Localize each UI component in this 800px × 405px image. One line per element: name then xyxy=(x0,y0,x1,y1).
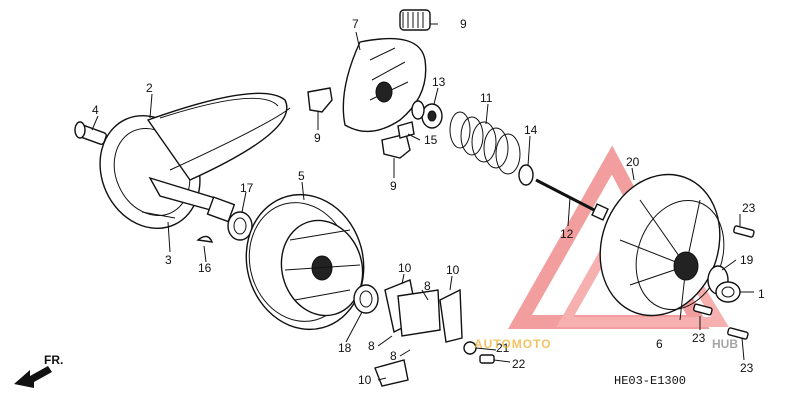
callout-3: 3 xyxy=(165,253,172,267)
cap-part xyxy=(715,281,741,303)
cover-bolt-top xyxy=(733,225,755,238)
washer-part xyxy=(411,100,425,120)
callout-1: 1 xyxy=(758,287,765,301)
callout-4: 4 xyxy=(92,103,99,117)
callout-10c: 10 xyxy=(358,373,372,387)
callout-20: 20 xyxy=(626,155,640,169)
callout-16: 16 xyxy=(198,261,212,275)
callout-23b: 23 xyxy=(692,331,706,345)
watermark-text-automoto: AUTOMOTO xyxy=(474,337,552,351)
callout-13: 13 xyxy=(432,75,446,89)
gear-cap-part xyxy=(399,9,431,31)
callout-19: 19 xyxy=(740,253,754,267)
spring-part xyxy=(449,111,521,175)
callout-22: 22 xyxy=(512,357,526,371)
callout-18: 18 xyxy=(338,341,352,355)
o-ring-part xyxy=(353,284,379,314)
callout-7: 7 xyxy=(352,17,359,31)
callout-10b: 10 xyxy=(446,263,460,277)
callout-8c: 8 xyxy=(390,349,397,363)
callout-9a: 9 xyxy=(460,17,467,31)
bolt-part xyxy=(74,121,107,145)
front-direction-arrow: FR. xyxy=(14,353,63,388)
cam-plate-part xyxy=(342,37,427,133)
callout-14: 14 xyxy=(524,123,538,137)
clutch-drum-part xyxy=(245,193,365,331)
cover-bolt-mid xyxy=(693,303,713,316)
callout-9c: 9 xyxy=(390,179,397,193)
clutch-shoe-part xyxy=(374,279,463,387)
small-bolt-part xyxy=(479,354,495,364)
cover-bolt-low xyxy=(727,327,749,340)
watermark-text: AUTOMOTO HUB xyxy=(474,337,738,351)
long-bolt-part xyxy=(535,178,609,221)
spring-washer-part xyxy=(518,164,534,186)
callout-leaders xyxy=(91,23,754,381)
slider-part xyxy=(307,87,333,113)
callout-2: 2 xyxy=(146,81,153,95)
callout-10a: 10 xyxy=(398,261,412,275)
callout-9b: 9 xyxy=(314,131,321,145)
bearing-part xyxy=(421,103,443,129)
callout-12: 12 xyxy=(560,227,574,241)
callout-11: 11 xyxy=(480,91,493,105)
pulley-shaft-part xyxy=(141,176,236,223)
callout-23c: 23 xyxy=(740,361,754,375)
pulley-cover-part xyxy=(599,173,725,321)
callout-21: 21 xyxy=(496,341,510,355)
callout-17: 17 xyxy=(240,181,254,195)
callout-8a: 8 xyxy=(424,279,431,293)
callout-5: 5 xyxy=(298,169,305,183)
front-direction-label: FR. xyxy=(44,353,63,367)
diagram-code: HE03-E1300 xyxy=(614,374,686,388)
callout-6: 6 xyxy=(656,337,663,351)
slider-part-lower xyxy=(381,133,411,159)
collar-part xyxy=(397,121,415,139)
key-part xyxy=(196,235,214,243)
watermark-text-hub: HUB xyxy=(712,337,738,351)
callout-8b: 8 xyxy=(368,339,375,353)
callout-labels: 1 2 3 4 5 6 7 8 8 8 9 9 9 9 10 10 10 11 … xyxy=(92,17,765,387)
seal-part xyxy=(227,211,253,241)
callout-15: 15 xyxy=(424,133,438,147)
callout-23a: 23 xyxy=(742,201,756,215)
